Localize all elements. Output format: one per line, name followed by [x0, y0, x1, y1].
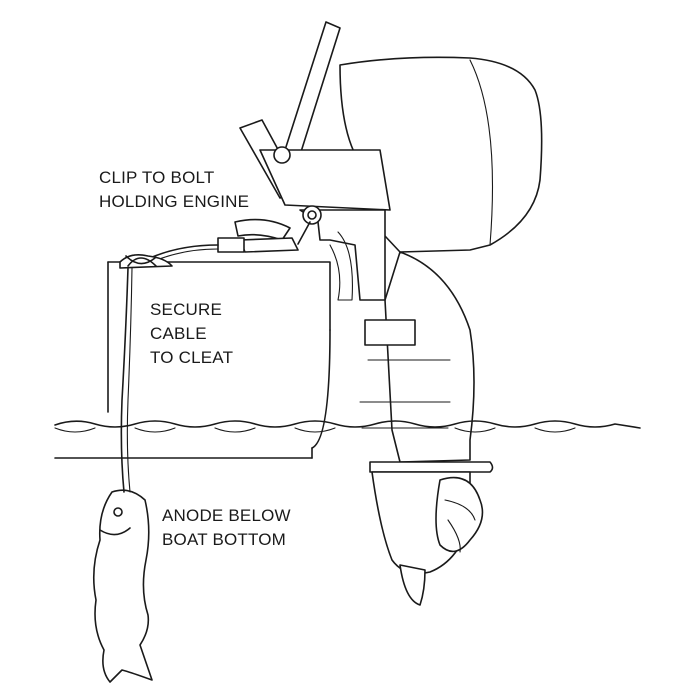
secure-label-line3: TO CLEAT: [150, 348, 234, 367]
clip-label-line2: HOLDING ENGINE: [99, 192, 250, 211]
anode-label-line1: ANODE BELOW: [162, 506, 291, 525]
boat-hull: [54, 261, 331, 459]
secure-label-line2: CABLE: [150, 324, 207, 343]
clip-and-cable: [119, 218, 311, 493]
secure-cable-label: SECURE CABLE TO CLEAT: [150, 298, 233, 370]
fish-anode-icon: [92, 489, 153, 683]
anode-below-label: ANODE BELOW BOAT BOTTOM: [162, 504, 291, 552]
anode-label-line2: BOAT BOTTOM: [162, 530, 287, 549]
clip-label-line1: CLIP TO BOLT: [99, 168, 215, 187]
outboard-motor: [239, 21, 543, 606]
water-line: [54, 420, 641, 433]
secure-label-line1: SECURE: [150, 300, 223, 319]
clip-to-bolt-label: CLIP TO BOLT HOLDING ENGINE: [99, 166, 249, 214]
